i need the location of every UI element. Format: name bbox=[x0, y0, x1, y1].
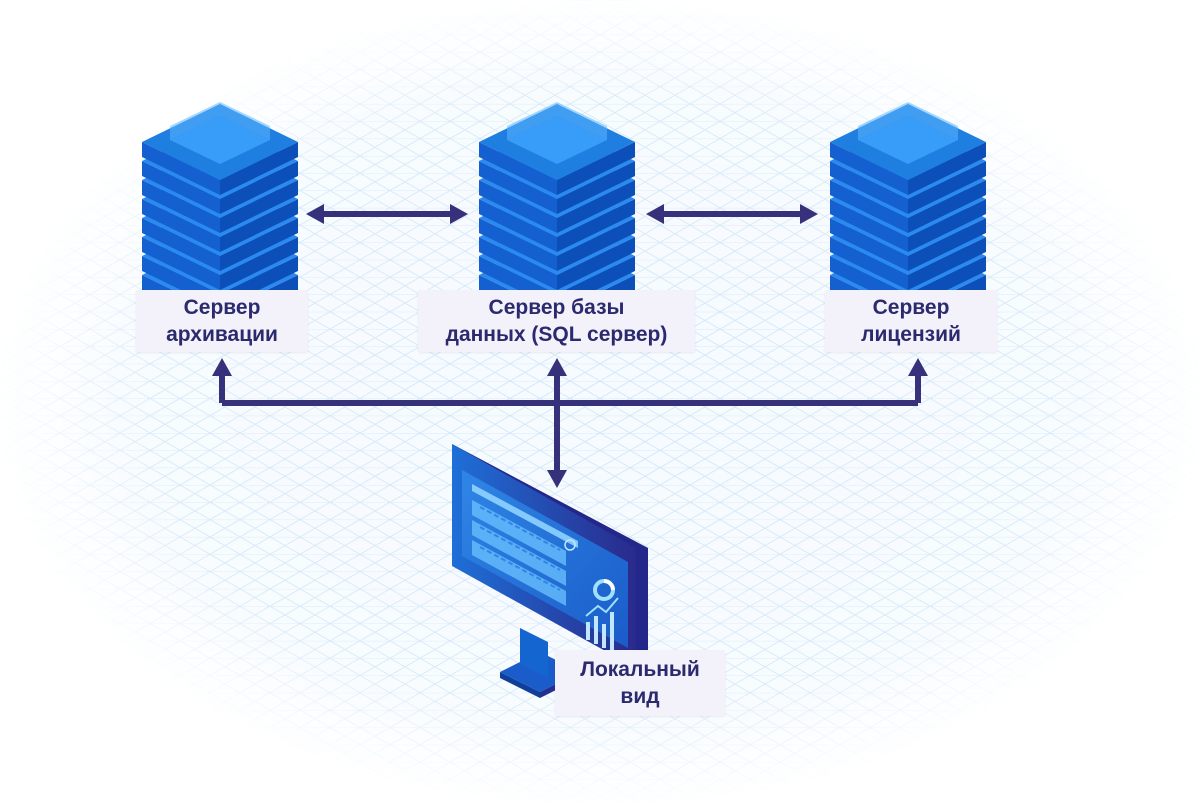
arrow-head-left-1 bbox=[306, 204, 324, 224]
arrow-head-right-1 bbox=[450, 204, 468, 224]
arrow-head-up-license bbox=[908, 358, 928, 376]
database-server-label-line1: Сервер базы bbox=[488, 296, 625, 319]
arrow-head-up-archive bbox=[212, 358, 232, 376]
arrow-head-down-monitor bbox=[547, 470, 567, 488]
local-view-label-line1: Локальный bbox=[580, 658, 700, 681]
local-view-label: Локальный вид bbox=[555, 650, 725, 716]
license-server-label-line1: Сервер bbox=[872, 296, 950, 319]
local-view-label-line2: вид bbox=[620, 685, 660, 708]
arrow-head-up-db bbox=[547, 358, 567, 376]
archive-server-label-line2: архивации bbox=[166, 323, 278, 346]
connection-arrows bbox=[219, 211, 921, 472]
database-server-icon bbox=[479, 102, 635, 328]
license-server-icon bbox=[830, 102, 986, 328]
archive-server-label-line1: Сервер bbox=[183, 296, 261, 319]
arrow-head-left-2 bbox=[646, 204, 664, 224]
database-server-label-line2: данных (SQL сервер) bbox=[445, 323, 668, 346]
license-server-label: Сервер лицензий bbox=[825, 290, 997, 352]
arrow-head-right-2 bbox=[800, 204, 818, 224]
local-view-monitor-icon bbox=[452, 444, 648, 698]
database-server-label: Сервер базы данных (SQL сервер) bbox=[418, 290, 695, 352]
license-server-label-line2: лицензий bbox=[861, 323, 961, 346]
archive-server-label: Сервер архивации bbox=[136, 290, 308, 352]
arrow-heads bbox=[212, 204, 928, 488]
